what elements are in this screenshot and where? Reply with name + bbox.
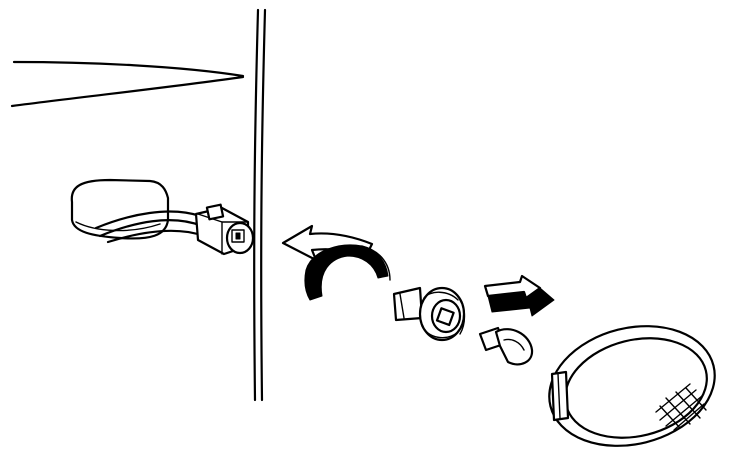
pull-out-arrow <box>483 274 555 317</box>
side-marker-lens <box>548 325 716 447</box>
bulb-socket-wiring <box>70 178 255 256</box>
body-panel <box>10 8 267 402</box>
rotate-arrow <box>281 224 391 301</box>
bulb-socket <box>392 286 466 342</box>
wedge-bulb <box>478 326 534 366</box>
